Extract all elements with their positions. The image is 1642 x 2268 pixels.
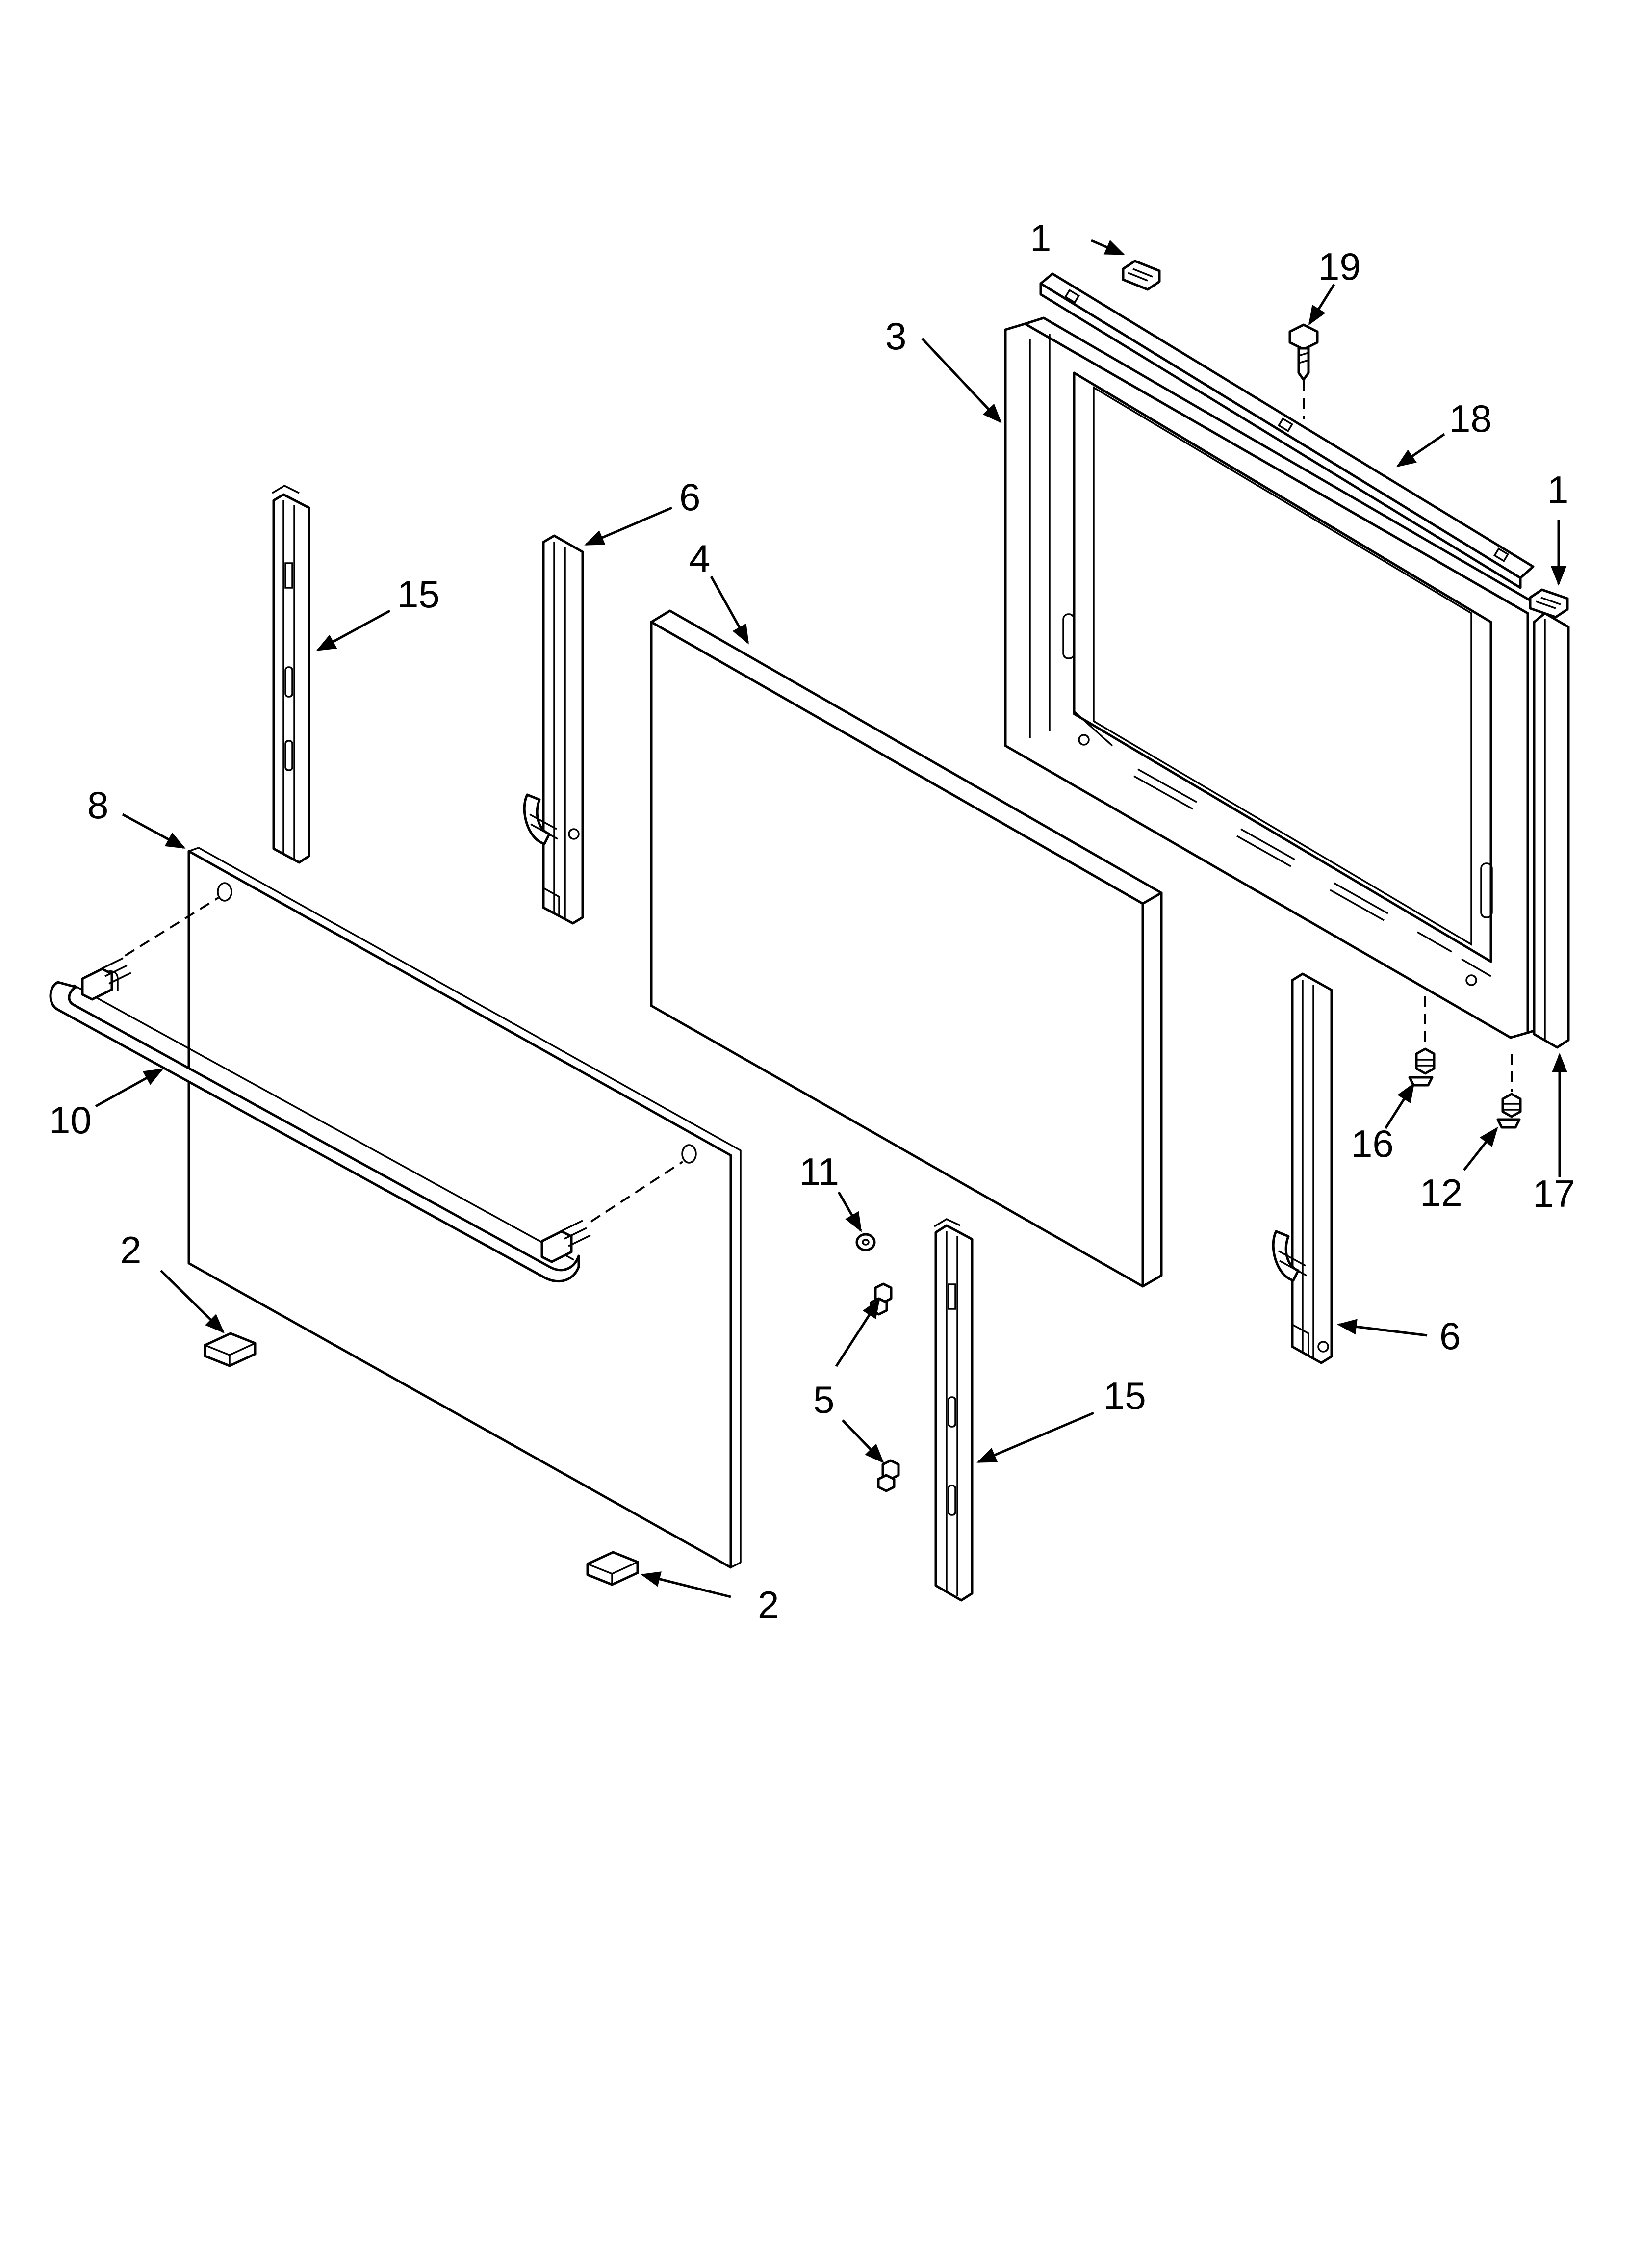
- callout-10-handle: 10: [49, 1098, 92, 1142]
- hinge-right-part: [1272, 972, 1333, 1364]
- callout-15-channel-left: 15: [397, 573, 440, 616]
- channel-right-part: [934, 1218, 974, 1602]
- callout-18-top-trim: 18: [1449, 397, 1492, 440]
- alignment-line-left: [124, 897, 219, 957]
- screw-12-part: [1496, 1093, 1522, 1129]
- leader-arrows: [95, 239, 1567, 1598]
- clip-left-part: [204, 1332, 257, 1367]
- callout-1-screw-top: 1: [1030, 216, 1051, 260]
- door-panel-part: [187, 847, 742, 1569]
- clip-right-part: [586, 1551, 639, 1586]
- alignment-line-right: [590, 1161, 684, 1223]
- insulation-pad-part: [650, 609, 1163, 1288]
- callout-16-screw: 16: [1351, 1122, 1394, 1165]
- callout-1-screw-right: 1: [1547, 468, 1568, 511]
- callout-11-washer: 11: [799, 1150, 839, 1193]
- callout-3-door-frame: 3: [885, 314, 906, 358]
- callout-19-screw: 19: [1318, 245, 1361, 288]
- callout-labels: 1 19 3 18 1 6 4 15 8 10 2 11 5 15 2 16 1…: [49, 216, 1575, 1626]
- callout-4-insulation: 4: [689, 537, 710, 580]
- callout-2-clip-right: 2: [758, 1583, 779, 1626]
- side-trim-part: [1533, 612, 1570, 1049]
- top-trim-part: [1039, 272, 1535, 589]
- hinge-left-part: [523, 534, 584, 925]
- callout-12-screw: 12: [1420, 1171, 1462, 1214]
- callout-6-hinge-right: 6: [1439, 1314, 1461, 1357]
- door-frame-part: [1004, 316, 1545, 1039]
- callout-8-door-panel: 8: [87, 783, 108, 827]
- screw-1-top-part: [1122, 260, 1161, 291]
- callout-17-side-trim: 17: [1533, 1172, 1575, 1215]
- handle-part: [49, 957, 591, 1283]
- spacer-lower-part: [877, 1459, 900, 1492]
- callout-15-channel-right: 15: [1103, 1374, 1146, 1417]
- screw-1-right-part: [1529, 588, 1569, 619]
- callout-6-hinge-left: 6: [679, 475, 700, 519]
- screw-16-part: [1408, 1047, 1436, 1087]
- screw-19-part: [1288, 323, 1319, 381]
- callout-2-clip-left: 2: [120, 1228, 141, 1272]
- channel-left-part: [272, 485, 310, 864]
- washer-part: [855, 1233, 876, 1251]
- callout-5-spacer: 5: [813, 1378, 834, 1421]
